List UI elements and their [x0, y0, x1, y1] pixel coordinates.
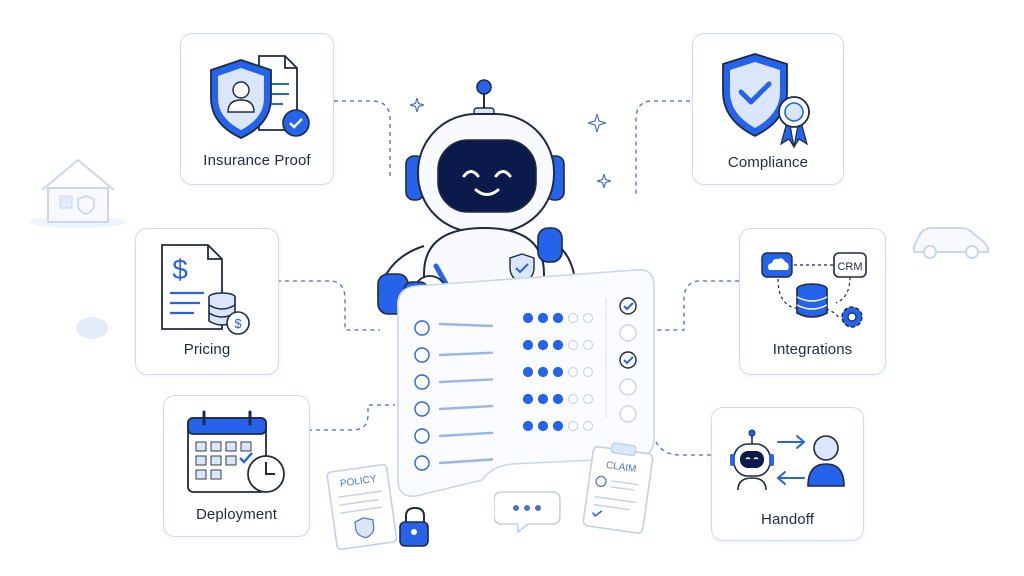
card-label: Insurance Proof — [203, 152, 311, 169]
card-label: Pricing — [183, 341, 231, 358]
row-icon — [414, 455, 430, 471]
rating-dot — [537, 420, 549, 432]
row-line — [438, 431, 494, 438]
compliance-badge-icon — [722, 53, 810, 149]
rating-dot — [567, 366, 579, 378]
rating-dot — [537, 339, 549, 351]
check-circle — [619, 351, 637, 369]
claim-label: CLAIM — [605, 460, 637, 475]
card-label: Deployment — [195, 506, 278, 523]
card-label: Handoff — [761, 511, 814, 528]
check-circle — [619, 297, 637, 315]
rating-dot — [537, 312, 549, 324]
row-line — [438, 458, 494, 465]
check-circle — [619, 405, 637, 423]
row-icon — [414, 347, 430, 363]
rating-dot — [552, 420, 564, 432]
calendar-clock-icon — [187, 410, 285, 493]
claim-clipboard-icon: CLAIM — [582, 442, 654, 534]
rating-dot — [582, 366, 594, 378]
policy-label: POLICY — [339, 474, 377, 490]
policy-document-icon: POLICY — [326, 463, 429, 551]
card-label: Integrations — [772, 341, 853, 358]
row-line — [438, 378, 494, 384]
rating-dot — [552, 366, 564, 378]
card-deployment: Deployment — [163, 395, 310, 537]
chat-bubble-icon — [494, 491, 561, 534]
pricing-document-icon: $ $ — [161, 244, 250, 335]
rating-dot — [522, 339, 534, 351]
rating-dot — [522, 420, 534, 432]
card-compliance: Compliance — [692, 33, 844, 185]
svg-text:$: $ — [172, 254, 188, 285]
sparkle-icon — [588, 114, 606, 132]
rating-dot — [522, 366, 534, 378]
rating-dot — [582, 420, 594, 432]
rating-dot — [552, 393, 564, 405]
row-line — [438, 351, 494, 357]
crm-label: CRM — [837, 261, 862, 273]
bot-to-human-handoff-icon — [730, 429, 845, 491]
rating-dot — [567, 393, 579, 405]
rating-dot — [582, 339, 594, 351]
card-label: Compliance — [727, 154, 809, 171]
rating-dot — [567, 420, 579, 432]
check-mark — [623, 356, 634, 365]
rating-dot — [537, 366, 549, 378]
card-handoff: Handoff — [711, 407, 864, 541]
rating-dot — [567, 312, 579, 324]
rating-dot — [582, 393, 594, 405]
rating-dot — [522, 312, 534, 324]
row-icon — [414, 428, 430, 444]
row-line — [438, 404, 494, 411]
card-insurance-proof: Insurance Proof — [180, 33, 334, 185]
rating-dot — [537, 393, 549, 405]
row-icon — [414, 401, 430, 417]
card-pricing: $ $ Pricing — [135, 228, 279, 375]
row-line — [438, 322, 494, 328]
check-circle — [619, 324, 637, 342]
sparkle-icon — [597, 174, 611, 188]
rating-dot — [552, 312, 564, 324]
rating-dot — [522, 393, 534, 405]
house-icon — [30, 158, 126, 228]
insurance-shield-icon — [210, 55, 310, 139]
rating-dot — [582, 312, 594, 324]
check-mark — [623, 302, 634, 311]
check-circle — [619, 378, 637, 396]
svg-text:$: $ — [234, 316, 242, 331]
card-integrations: CRM Integrations — [739, 228, 886, 375]
rating-dot — [567, 339, 579, 351]
row-icon — [414, 374, 430, 390]
row-icon — [414, 320, 430, 336]
decor-blob — [76, 317, 108, 339]
car-icon — [913, 227, 989, 259]
sparkle-icon — [410, 98, 424, 112]
integrations-diagram-icon: CRM — [761, 252, 867, 328]
rating-dot — [552, 339, 564, 351]
